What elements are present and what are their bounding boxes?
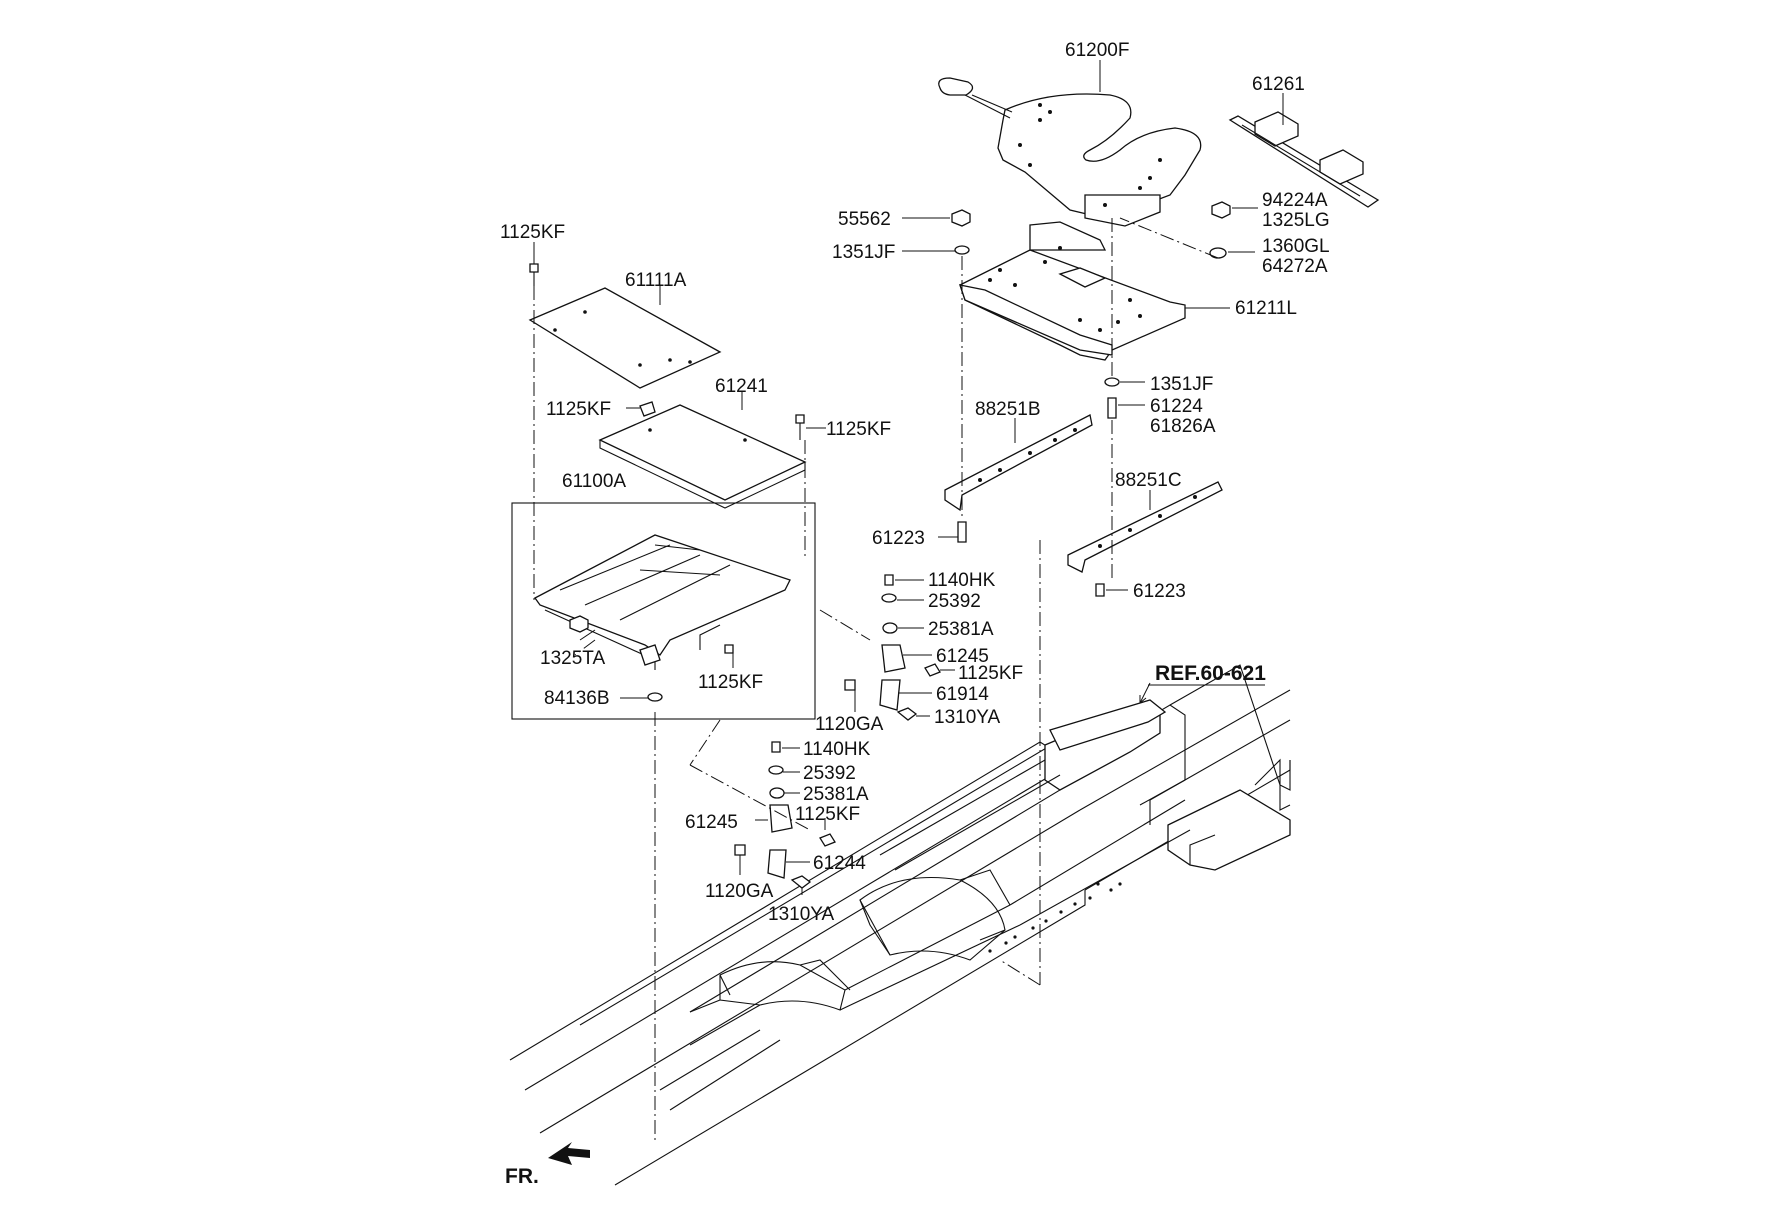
label-61224: 61224: [1150, 396, 1203, 417]
part-88251B-bracket: [944, 414, 1093, 512]
label-1140HK-b: 1140HK: [803, 739, 871, 760]
label-1351JF-bottom: 1351JF: [1150, 374, 1213, 395]
alignment-lines: [533, 217, 1219, 1140]
part-labels: 61200F 61261 55562 1351JF 94224A 1325LG …: [500, 40, 1330, 1188]
label-1351JF-top: 1351JF: [832, 242, 895, 263]
rail-holes: [988, 882, 1122, 953]
chassis-frame: [509, 664, 1291, 1186]
label-front: FR.: [505, 1165, 539, 1188]
label-61223-a: 61223: [872, 528, 925, 549]
label-1310YA-a: 1310YA: [934, 707, 1001, 728]
label-55562: 55562: [838, 209, 891, 230]
label-61211L: 61211L: [1235, 298, 1297, 319]
label-61241: 61241: [715, 376, 768, 397]
part-61211L-mounting-plate: [959, 221, 1186, 361]
part-88251C-bracket: [1067, 481, 1223, 573]
label-1120GA-b: 1120GA: [705, 881, 774, 902]
leader-lines: [533, 60, 1284, 895]
part-61261-bar: [1228, 111, 1380, 208]
label-25381A-b: 25381A: [803, 784, 869, 805]
label-61200F: 61200F: [1065, 40, 1129, 61]
label-1125KF-f: 1125KF: [795, 804, 860, 825]
label-1125KF-a: 1125KF: [500, 222, 565, 243]
label-25392-a: 25392: [928, 591, 981, 612]
label-88251B: 88251B: [975, 399, 1041, 420]
label-64272A: 64272A: [1262, 256, 1328, 277]
label-61826A: 61826A: [1150, 416, 1216, 437]
label-61245-a: 61245: [936, 646, 989, 667]
label-1360GL: 1360GL: [1262, 236, 1330, 257]
label-1325TA: 1325TA: [540, 648, 605, 669]
hardware: [529, 201, 1231, 889]
label-25381A-a: 25381A: [928, 619, 994, 640]
label-61914: 61914: [936, 684, 989, 705]
label-1125KF-d: 1125KF: [698, 672, 763, 693]
label-88251C: 88251C: [1115, 470, 1182, 491]
label-1125KF-e: 1125KF: [958, 663, 1023, 684]
label-1120GA-a: 1120GA: [815, 714, 884, 735]
label-61111A: 61111A: [625, 270, 687, 291]
part-61111A-plate: [528, 287, 722, 389]
label-25392-b: 25392: [803, 763, 856, 784]
part-61241-plate: [598, 404, 807, 509]
label-1125KF-c: 1125KF: [826, 419, 891, 440]
front-arrow-icon: [548, 1142, 590, 1165]
label-1310YA-b: 1310YA: [768, 904, 835, 925]
label-61223-b: 61223: [1133, 581, 1186, 602]
label-61245-b: 61245: [685, 812, 738, 833]
label-61261: 61261: [1252, 74, 1305, 95]
label-94224A: 94224A: [1262, 190, 1328, 211]
label-1140HK-a: 1140HK: [928, 570, 996, 591]
label-84136B: 84136B: [544, 688, 610, 709]
label-1325LG: 1325LG: [1262, 210, 1330, 231]
label-61100A: 61100A: [562, 471, 626, 492]
label-1125KF-b: 1125KF: [546, 399, 611, 420]
part-61200F-fifth-wheel-plate: [938, 77, 1202, 227]
part-61100A-frame: [511, 502, 816, 720]
label-61244: 61244: [813, 853, 866, 874]
label-ref-60-621: REF.60-621: [1155, 662, 1266, 685]
